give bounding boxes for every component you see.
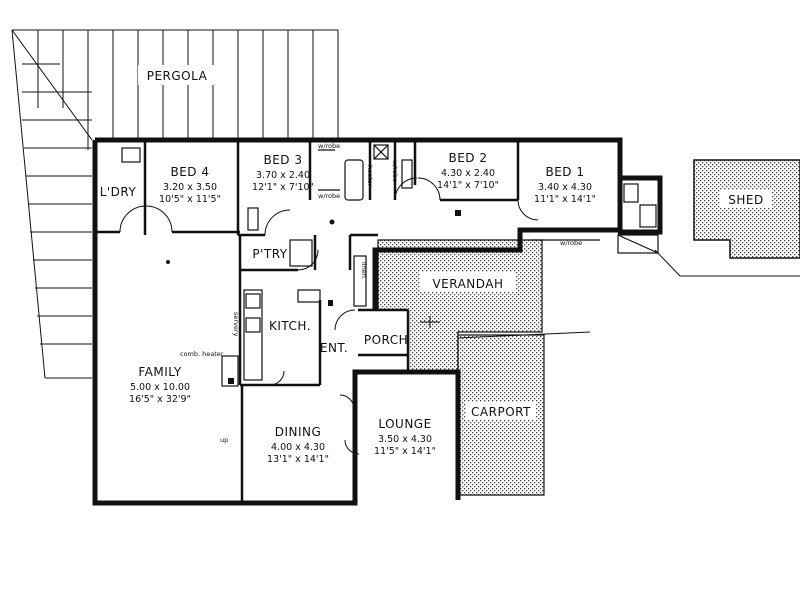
bed2-metric: 4.30 x 2.40 xyxy=(441,168,495,179)
annotation-wrobe-bed3-bottom: w/robe xyxy=(318,192,340,200)
family-imperial: 16'5" x 32'9" xyxy=(129,394,191,405)
entry-return xyxy=(297,289,321,303)
annotation-linen: linen xyxy=(360,262,368,278)
room-label-carport: CARPORT xyxy=(471,405,531,419)
shower-icon xyxy=(617,234,659,254)
room-label-verandah: VERANDAH xyxy=(432,277,503,291)
room-label-bed3: BED 3 xyxy=(263,153,302,167)
kitchen-bench xyxy=(243,289,263,381)
ensuite-toilet-icon xyxy=(623,183,639,203)
room-label-dining: DINING xyxy=(275,425,322,439)
dining-imperial: 13'1" x 14'1" xyxy=(267,454,329,465)
room-label-pergola: PERGOLA xyxy=(147,69,208,83)
room-label-entry: ENT. xyxy=(320,341,348,355)
sink-icon xyxy=(245,317,261,333)
heater-icon xyxy=(221,355,239,387)
room-label-bed4: BED 4 xyxy=(170,165,209,179)
bed3-metric: 3.70 x 2.40 xyxy=(256,170,310,181)
dining-metric: 4.00 x 4.30 xyxy=(271,442,325,453)
room-label-lounge: LOUNGE xyxy=(378,417,431,431)
room-label-pantry: P'TRY xyxy=(252,247,287,261)
bed4-imperial: 10'5" x 11'5" xyxy=(159,194,221,205)
toilet-icon xyxy=(247,207,259,231)
annotation-heater: heater xyxy=(366,165,374,187)
pergola: PERGOLA xyxy=(11,29,339,379)
annotation-wrobe-bed3-top: w/robe xyxy=(318,142,340,150)
markers xyxy=(166,210,461,384)
laundry-trough-icon xyxy=(121,147,141,163)
linen-cupboard xyxy=(353,255,367,307)
annotation-wrobe-bed2: w/robe xyxy=(391,160,399,182)
bed1-imperial: 11'1" x 14'1" xyxy=(534,194,596,205)
carport-area: CARPORT xyxy=(457,331,591,496)
annotation-servery: servery xyxy=(232,312,240,337)
room-label-bed1: BED 1 xyxy=(545,165,584,179)
annotation-wrobe-bed1: w/robe xyxy=(560,239,582,247)
room-label-shed: SHED xyxy=(728,193,763,207)
bathtub-icon xyxy=(344,159,364,201)
ensuite-basin-icon xyxy=(639,204,657,228)
vanity-icon xyxy=(373,144,389,160)
room-label-laundry: L'DRY xyxy=(100,185,137,199)
pergola-diagonal-wing xyxy=(11,29,93,379)
doors xyxy=(119,177,539,455)
interior-walls xyxy=(95,140,610,505)
bed4-metric: 3.20 x 3.50 xyxy=(163,182,217,193)
cooktop-icon xyxy=(245,293,261,309)
fixtures xyxy=(121,144,659,387)
room-label-family: FAMILY xyxy=(138,365,181,379)
lounge-metric: 3.50 x 4.30 xyxy=(378,434,432,445)
pergola-rafters xyxy=(12,29,339,150)
lounge-imperial: 11'5" x 14'1" xyxy=(374,446,436,457)
room-label-kitchen: KITCH. xyxy=(269,319,311,333)
room-label-bed2: BED 2 xyxy=(448,151,487,165)
bed2-wardrobe xyxy=(401,159,413,189)
family-metric: 5.00 x 10.00 xyxy=(130,382,190,393)
bed3-imperial: 12'1" x 7'10" xyxy=(252,182,314,193)
annotation-comb-heater: comb. heater xyxy=(180,350,224,358)
shed: SHED xyxy=(654,159,800,277)
fridge-space xyxy=(289,239,313,267)
room-label-porch: PORCH xyxy=(364,333,408,347)
bed1-metric: 3.40 x 4.30 xyxy=(538,182,592,193)
bed2-imperial: 14'1" x 7'10" xyxy=(437,180,499,191)
annotation-up: up xyxy=(220,436,228,444)
